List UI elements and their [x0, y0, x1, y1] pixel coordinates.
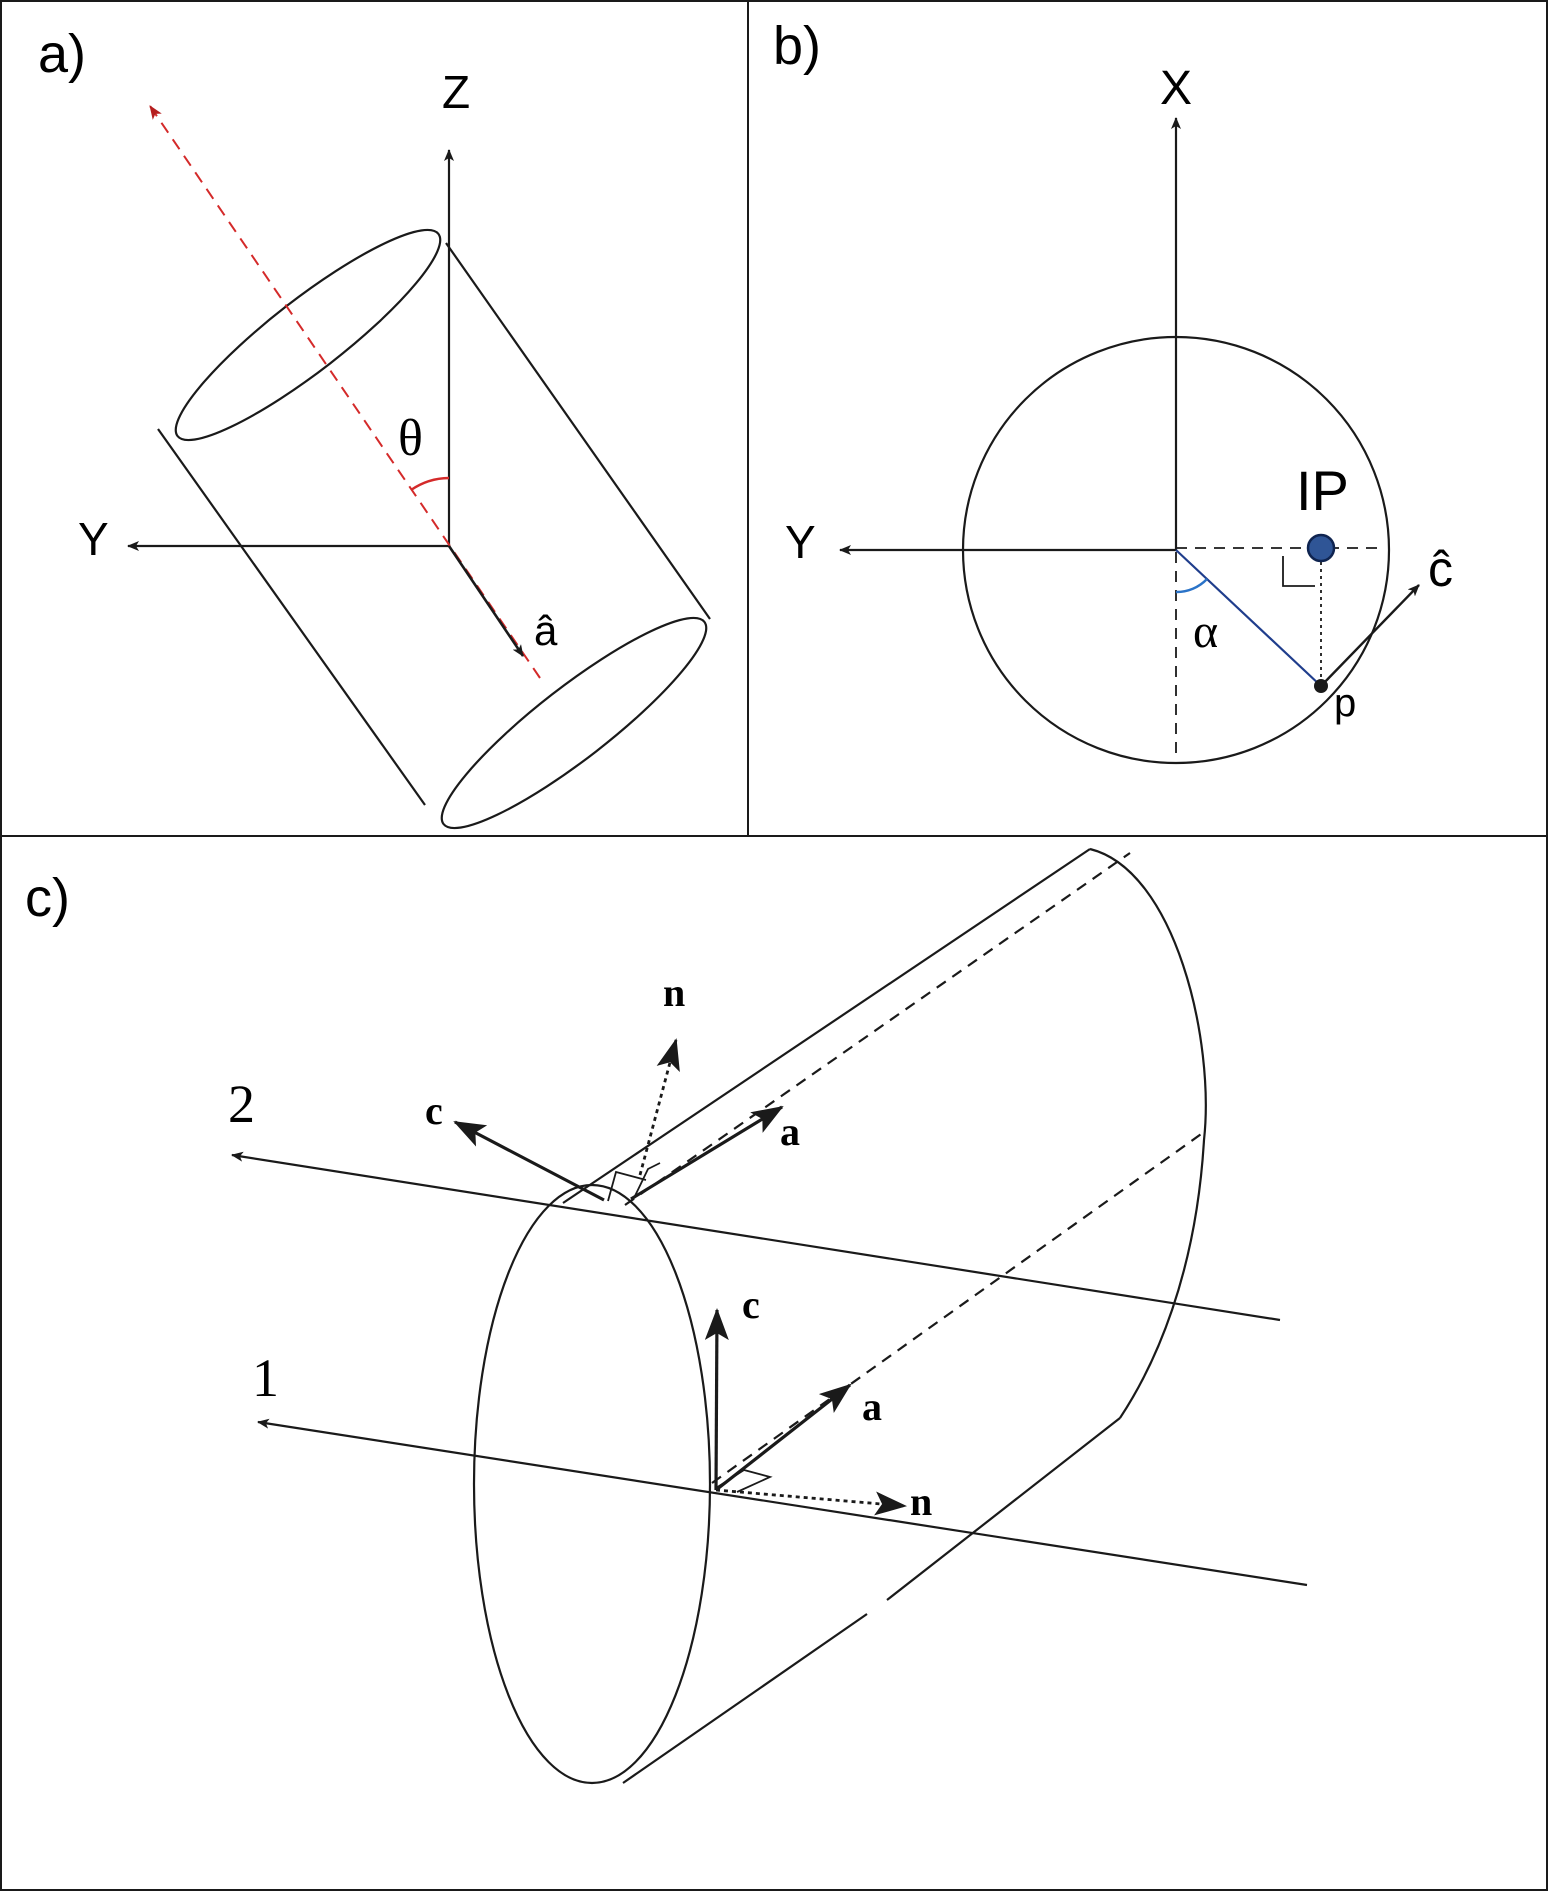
upper-a-vector [630, 1105, 784, 1201]
alpha-label: α [1193, 605, 1218, 658]
upper-n-vector [638, 1038, 680, 1176]
upper-c-vector [453, 1120, 605, 1202]
upper-n-label: n [663, 970, 685, 1015]
upper-a-label: a [780, 1109, 800, 1154]
alpha-arc [1175, 578, 1208, 594]
z-axis-label: Z [442, 66, 470, 118]
track-2-label: 2 [228, 1074, 255, 1134]
x-axis-label: X [1160, 62, 1192, 115]
ip-marker [1306, 533, 1336, 563]
c-hat-vector [1320, 584, 1420, 687]
ip-label: IP [1296, 459, 1349, 522]
a-hat-label: â [534, 607, 558, 654]
particle-track-dashed [149, 105, 541, 679]
detector-cylinder [472, 847, 1207, 1785]
upper-c-label: c [425, 1088, 443, 1133]
theta-label: θ [398, 410, 423, 467]
panel-c: c) 2 1 n c a [25, 847, 1308, 1785]
c-hat-label: ĉ [1428, 541, 1453, 597]
lower-c-label: c [742, 1282, 760, 1327]
y-axis-label: Y [78, 513, 109, 565]
track-1-label: 1 [252, 1348, 279, 1408]
panel-a-label: a) [38, 24, 86, 84]
track-2 [231, 1151, 1281, 1322]
panel-b: b) X Y α IP p ĉ [773, 16, 1453, 765]
lower-a-label: a [862, 1384, 882, 1429]
tilted-cylinder [157, 228, 711, 830]
panel-a: a) Z Y θ â [38, 24, 711, 830]
track-1 [257, 1418, 1308, 1587]
upper-vector-triad [453, 1038, 784, 1202]
theta-arc [410, 476, 450, 491]
panel-b-label: b) [773, 16, 821, 76]
point-p-label: p [1334, 681, 1356, 725]
lower-c-vector [704, 1308, 729, 1491]
radius-to-p [1175, 549, 1322, 687]
lower-a-vector [715, 1383, 852, 1492]
panel-c-label: c) [25, 868, 70, 928]
y-axis-b-label: Y [785, 516, 816, 568]
lower-vector-triad [704, 1308, 907, 1516]
a-hat-vector [447, 545, 525, 657]
right-angle-marker [1282, 556, 1315, 587]
lower-n-label: n [910, 1479, 932, 1524]
